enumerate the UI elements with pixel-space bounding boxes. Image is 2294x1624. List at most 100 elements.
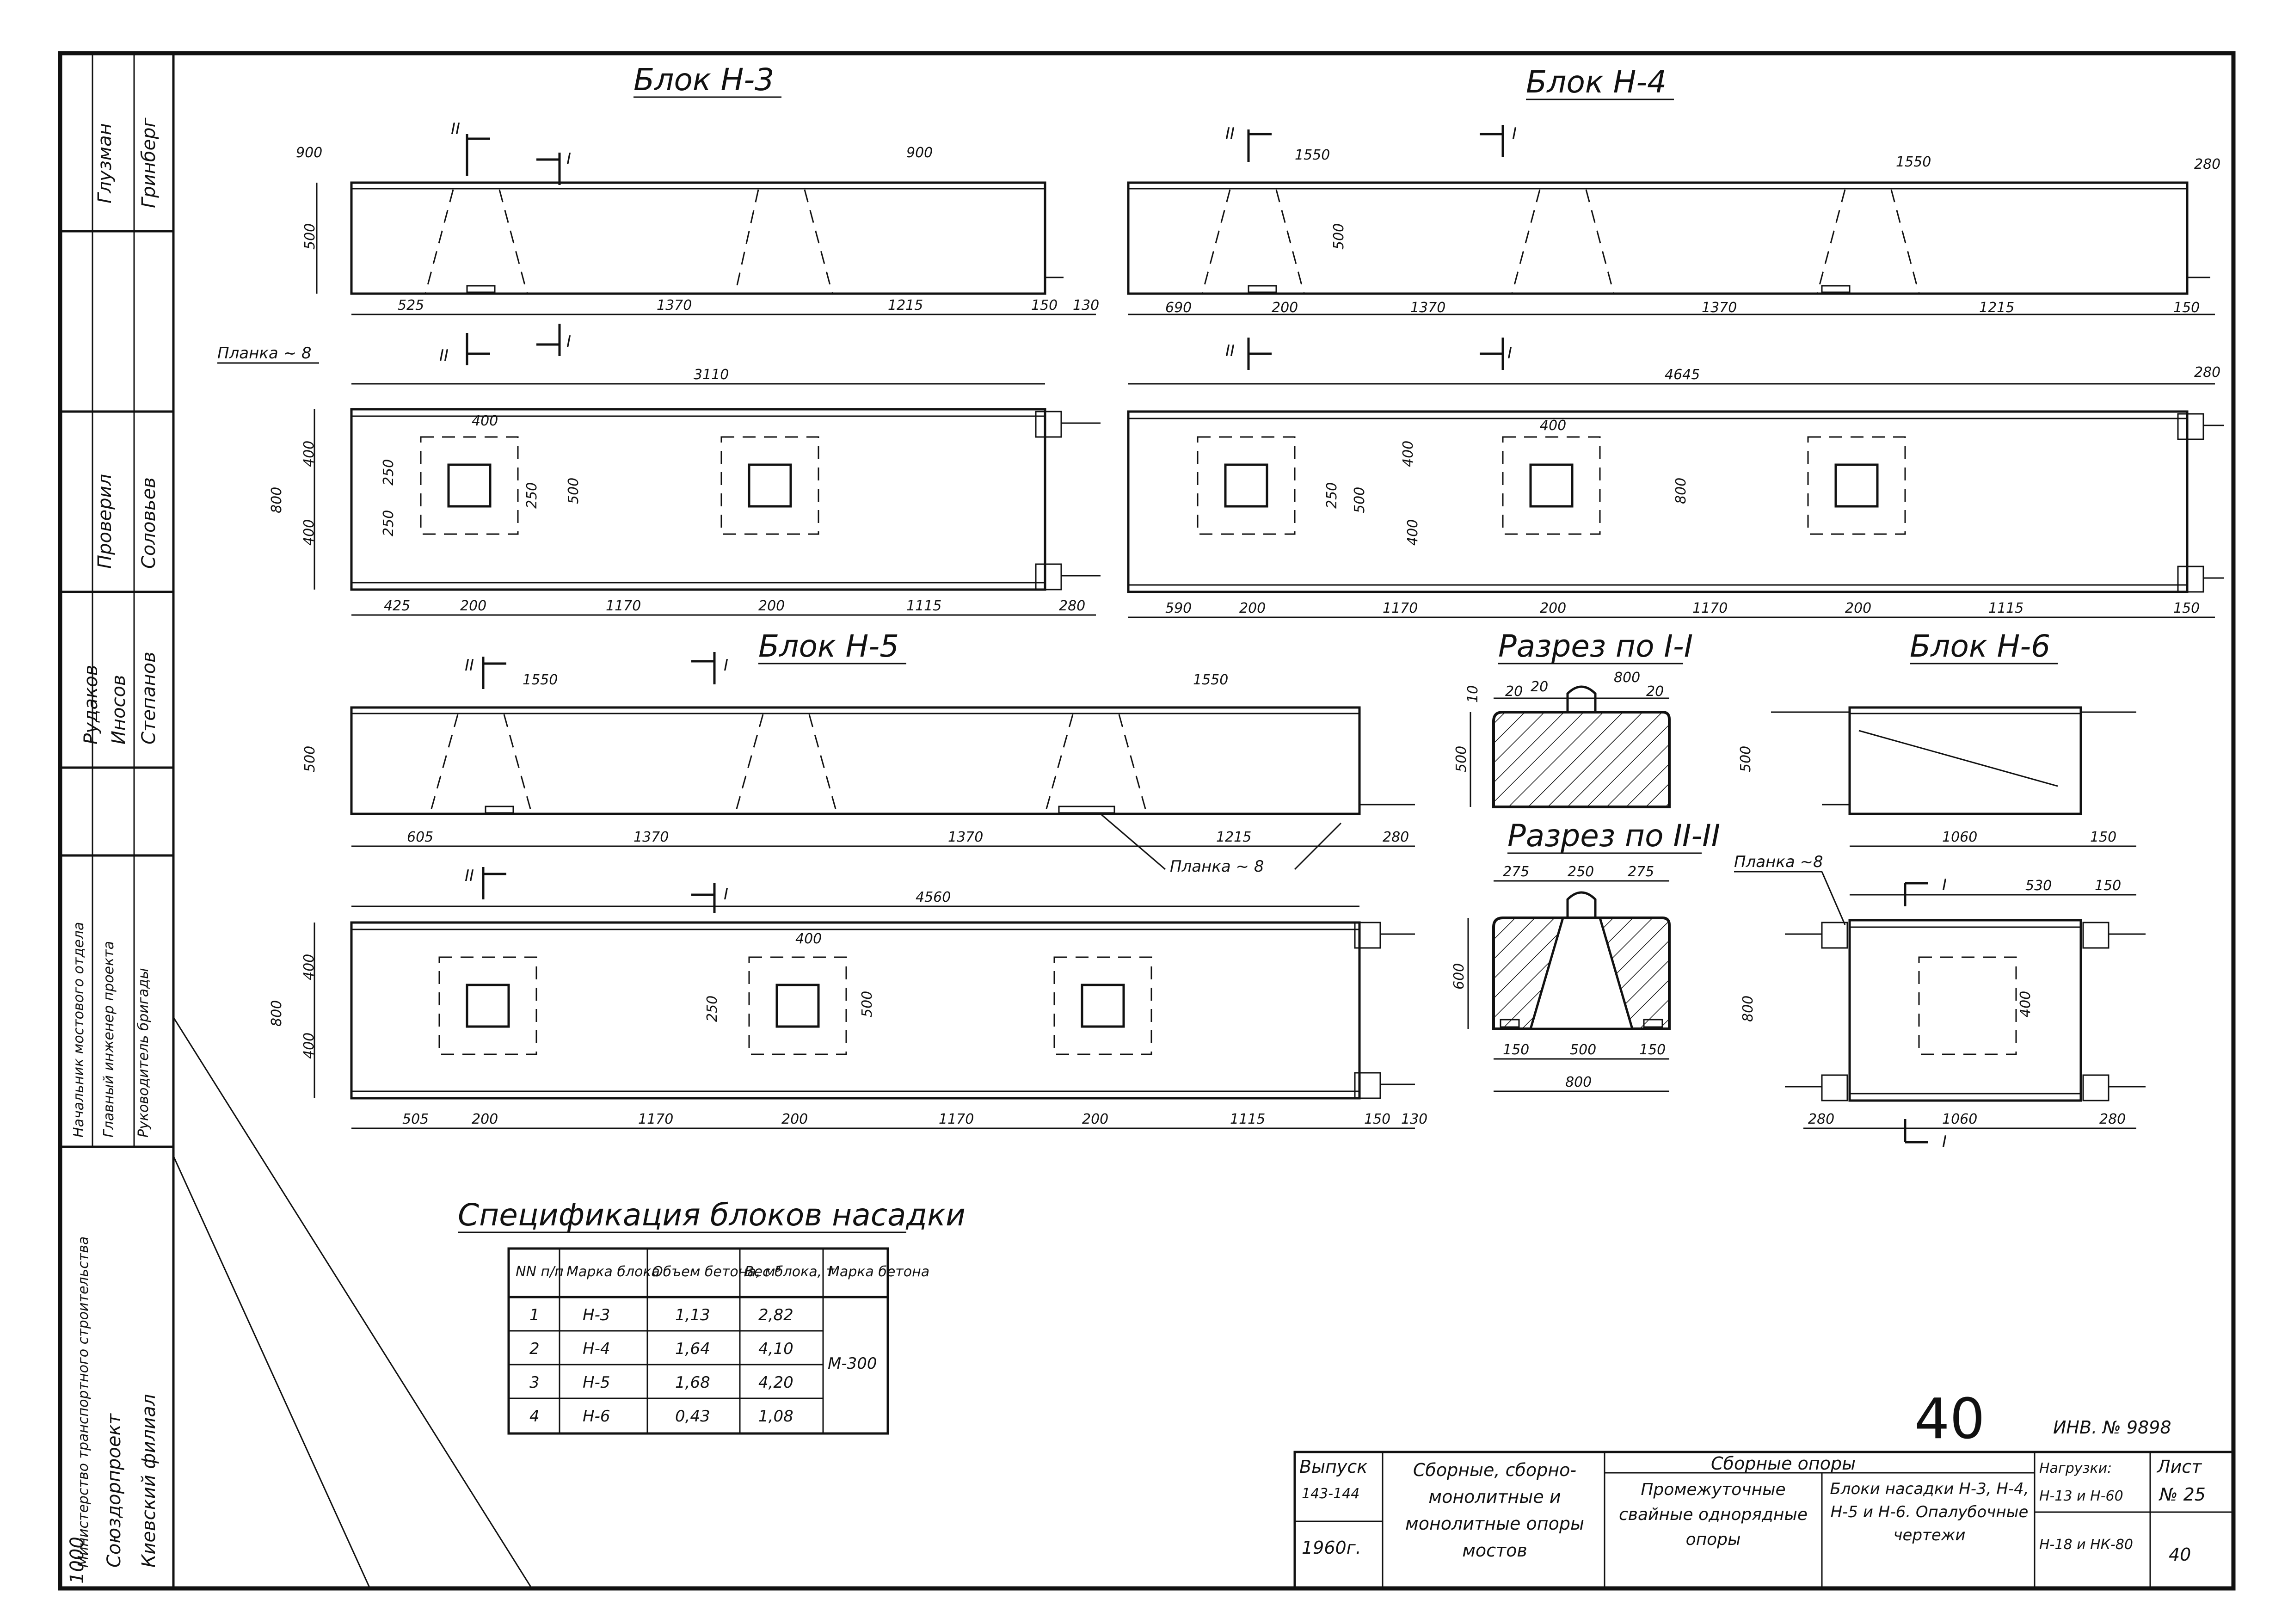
title-block: Выпуск 143-144 1960г. Сборные, сборно-мо… (1293, 1451, 2235, 1590)
svg-text:150: 150 (2090, 829, 2116, 845)
svg-text:500: 500 (566, 478, 582, 504)
svg-text:1370: 1370 (633, 829, 669, 845)
vypusk-label: Выпуск (1299, 1457, 1367, 1477)
block-plan (1127, 410, 2189, 593)
sidebar-number: 1000 (67, 1537, 88, 1584)
block-elevation (350, 706, 1361, 815)
list-number: № 25 (2159, 1484, 2206, 1505)
tb-col2: Промежуточные свайные однорядные опоры (1618, 1480, 1808, 1549)
svg-text:1550: 1550 (1896, 154, 1931, 170)
diagonal-line (172, 1156, 371, 1589)
svg-text:505: 505 (402, 1111, 429, 1127)
svg-text:280: 280 (1383, 829, 1409, 845)
svg-text:Н-6: Н-6 (583, 1407, 610, 1426)
plank-label: Планка ~ 8 (217, 344, 311, 363)
svg-text:425: 425 (384, 598, 410, 614)
sidebar-org: Министерство транспортного строительства (75, 1236, 92, 1568)
block-elevation (1127, 181, 2189, 295)
block-plan (350, 921, 1361, 1100)
sidebar-name: Степанов (138, 652, 160, 744)
svg-text:I: I (1507, 344, 1512, 363)
svg-text:I: I (1942, 876, 1947, 894)
sidebar-org: Киевский филиал (138, 1394, 160, 1568)
svg-text:500: 500 (1453, 746, 1470, 772)
sidebar-name: Гринберг (138, 117, 160, 208)
svg-text:200: 200 (1845, 600, 1871, 616)
svg-text:1215: 1215 (1979, 300, 2014, 316)
sheet-frame (58, 51, 2236, 1591)
svg-text:Н-4: Н-4 (583, 1340, 610, 1358)
sheet-number: 40 (1914, 1387, 1985, 1452)
svg-text:1370: 1370 (1410, 300, 1445, 316)
year: 1960г. (1302, 1538, 1361, 1558)
svg-text:250: 250 (381, 459, 397, 486)
table-row: 1 Н-3 1,13 2,82 (529, 1306, 793, 1324)
series-title: Сборные, сборно-монолитные и монолитные … (1405, 1460, 1584, 1561)
svg-text:400: 400 (795, 931, 822, 947)
svg-text:II: II (465, 656, 474, 675)
svg-text:4: 4 (529, 1407, 540, 1426)
svg-text:20: 20 (1505, 683, 1523, 700)
spec-header: NN п/п (516, 1264, 564, 1280)
svg-text:690: 690 (1165, 300, 1192, 316)
svg-text:280: 280 (1059, 598, 1085, 614)
svg-text:500: 500 (302, 746, 318, 772)
svg-text:275: 275 (1503, 864, 1529, 880)
svg-text:1170: 1170 (1383, 600, 1418, 616)
svg-text:2,82: 2,82 (758, 1306, 793, 1324)
sidebar-name: Проверил (94, 474, 116, 569)
plank-label: Планка ~8 (1734, 853, 1823, 871)
svg-text:1550: 1550 (1193, 672, 1228, 688)
svg-text:I: I (724, 656, 728, 675)
sidebar-org: Союздорпроект (104, 1413, 125, 1568)
section-shape (1492, 711, 1671, 808)
spec-table: Спецификация блоков насадки NN п/п Марка… (458, 1197, 966, 1435)
svg-text:Н-3: Н-3 (583, 1306, 610, 1324)
svg-text:250: 250 (524, 482, 540, 509)
svg-text:600: 600 (1451, 963, 1467, 990)
svg-text:800: 800 (1614, 670, 1640, 686)
page-number: 40 (2169, 1544, 2191, 1565)
svg-text:1115: 1115 (1230, 1111, 1265, 1127)
svg-text:400: 400 (1405, 519, 1421, 546)
svg-text:1215: 1215 (1216, 829, 1251, 845)
svg-text:800: 800 (1565, 1074, 1592, 1090)
list-label: Лист (2156, 1457, 2202, 1477)
spec-header: Вес блока, т (744, 1264, 835, 1280)
sidebar-role: Руководитель бригады (135, 968, 152, 1138)
block-h4: Блок Н-4 1550 1550 280 II I 500 690 200 … (1127, 64, 2224, 618)
svg-text:500: 500 (302, 223, 318, 250)
svg-text:400: 400 (301, 1033, 317, 1059)
svg-text:1060: 1060 (1942, 1111, 1977, 1127)
svg-text:4,20: 4,20 (758, 1373, 793, 1392)
svg-text:130: 130 (1401, 1111, 1427, 1127)
svg-text:530: 530 (2025, 878, 2052, 894)
sidebar-name: Иносов (108, 675, 129, 744)
svg-text:II: II (451, 120, 460, 138)
table-row: 4 Н-6 0,43 1,08 (529, 1407, 793, 1426)
svg-text:I: I (566, 332, 571, 351)
svg-text:1115: 1115 (906, 598, 941, 614)
svg-text:4645: 4645 (1665, 367, 1700, 383)
svg-text:10: 10 (1465, 685, 1481, 703)
svg-text:1,08: 1,08 (758, 1407, 793, 1426)
section-1: Разрез по I-I 10 20 20 800 20 500 (1453, 628, 1693, 808)
svg-text:I: I (724, 885, 728, 904)
plank-label: Планка ~ 8 (1170, 857, 1264, 876)
svg-text:500: 500 (1570, 1042, 1596, 1058)
svg-text:400: 400 (2017, 991, 2034, 1017)
svg-text:1170: 1170 (606, 598, 641, 614)
svg-text:1370: 1370 (657, 297, 692, 314)
svg-text:1,68: 1,68 (675, 1373, 710, 1392)
svg-text:500: 500 (1331, 223, 1347, 250)
diagonal-line (172, 1017, 533, 1589)
sidebar-name: Рудаков (80, 665, 102, 744)
svg-text:200: 200 (460, 598, 486, 614)
svg-text:200: 200 (1272, 300, 1298, 316)
svg-text:605: 605 (407, 829, 433, 845)
spec-title: Спецификация блоков насадки (458, 1197, 966, 1233)
inventory-number: ИНВ. № 9898 (2053, 1417, 2171, 1438)
spec-header: Марка бетона (828, 1264, 929, 1280)
svg-text:800: 800 (1740, 996, 1756, 1022)
